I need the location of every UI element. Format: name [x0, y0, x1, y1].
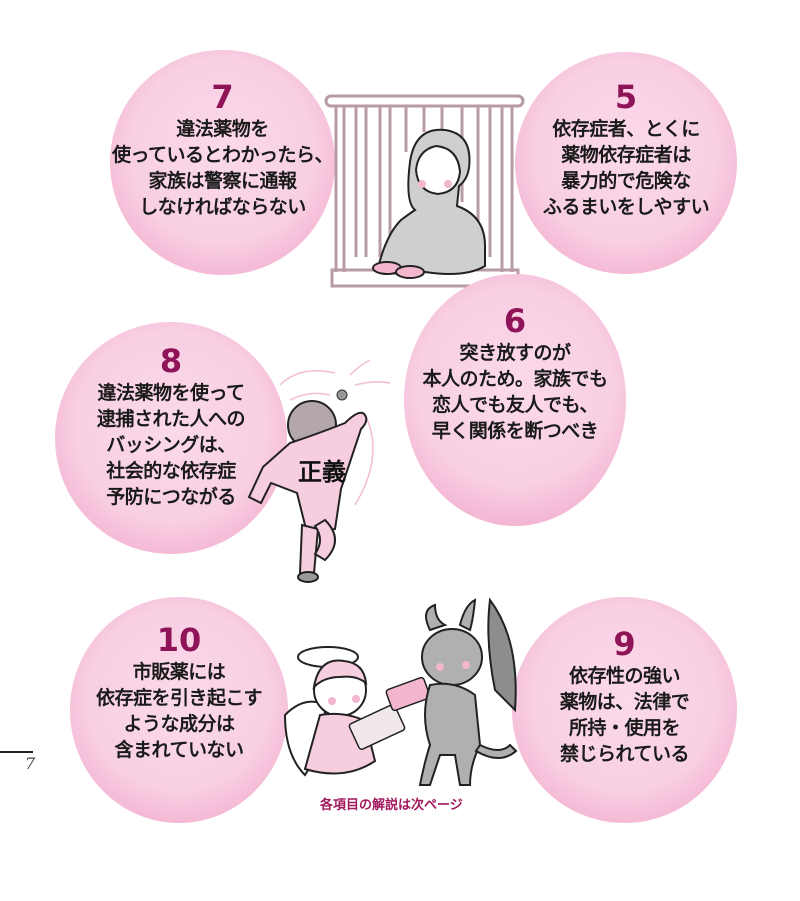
myth-circle-6: 6 突き放すのが 本人のため。家族でも 恋人でも友人でも、 早く関係を断つべき [404, 274, 626, 526]
item-number: 8 [159, 342, 183, 380]
item-text-line: 違法薬物を使って [97, 382, 245, 404]
item-number: 7 [211, 78, 234, 116]
myth-circle-7: 7 違法薬物を 使っているとわかったら、 家族は警察に通報 しなければならない [110, 50, 335, 275]
item-text-line: 所持・使用を [568, 717, 681, 739]
item-text-line: 家族は警察に通報 [148, 170, 297, 192]
item-text-line: 社会的な依存症 [106, 460, 236, 482]
item-text-line: 早く関係を断つべき [431, 420, 599, 442]
myth-circle-9: 9 依存性の強い 薬物は、法律で 所持・使用を 禁じられている [512, 597, 737, 823]
item-text-line: 市販薬には [132, 661, 226, 683]
item-text-line: 含まれていない [114, 739, 244, 761]
item-text-line: ふるまいをしやすい [542, 196, 710, 218]
next-page-caption: 各項目の解説は次ページ [320, 798, 463, 813]
item-number: 10 [156, 621, 202, 659]
item-number: 9 [613, 625, 636, 663]
item-number: 6 [503, 302, 527, 340]
item-text-line: 禁じられている [560, 743, 689, 765]
item-text-line: 恋人でも友人でも、 [432, 394, 598, 416]
svg-text:正義: 正義 [298, 458, 346, 486]
item-number: 5 [614, 78, 638, 116]
justice-thrower-illustration: 正義 [247, 359, 391, 583]
item-text-line: 暴力的で危険な [561, 170, 691, 192]
myth-circle-5: 5 依存症者、とくに 薬物依存症者は 暴力的で危険な ふるまいをしやすい [515, 52, 737, 274]
item-text-line: 依存症を引き起こす [95, 687, 263, 709]
angel-devil-illustration [283, 597, 518, 786]
item-text-line: バッシングは、 [106, 434, 236, 456]
item-text-line: 使っているとわかったら、 [111, 144, 334, 166]
item-text-line: 薬物依存症者は [561, 144, 691, 166]
item-text-line: 薬物は、法律で [559, 691, 690, 713]
item-text-line: しなければならない [139, 196, 306, 218]
myth-circle-10: 10 市販薬には 依存症を引き起こす ような成分は 含まれていない [70, 597, 288, 823]
person-in-cage-illustration [324, 94, 525, 288]
myth-circle-8: 8 違法薬物を使って 逮捕された人への バッシングは、 社会的な依存症 予防につ… [55, 322, 287, 554]
item-text-line: 逮捕された人への [96, 408, 246, 430]
item-text-line: 本人のため。家族でも [422, 368, 608, 390]
page-number: 7 [25, 754, 36, 773]
page-number-rule [0, 751, 33, 753]
item-text-line: ような成分は [123, 713, 235, 735]
item-text-line: 予防につながる [106, 486, 236, 508]
item-text-line: 違法薬物を [176, 118, 269, 140]
item-text-line: 依存症者、とくに [552, 118, 700, 140]
item-text-line: 依存性の強い [568, 665, 681, 687]
item-text-line: 突き放すのが [459, 342, 571, 364]
